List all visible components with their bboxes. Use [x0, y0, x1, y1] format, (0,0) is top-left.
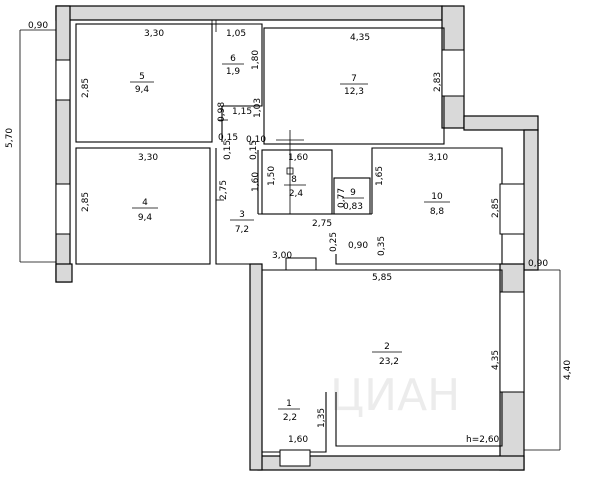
- room-7-area: 12,3: [344, 87, 364, 97]
- room-10-area: 8,8: [430, 207, 445, 217]
- room-8-number: 8: [291, 175, 297, 185]
- dim-4-35-top: 4,35: [350, 33, 370, 43]
- dim-2-75-h: 2,75: [312, 219, 332, 229]
- dim-2-83: 2,83: [433, 72, 443, 92]
- dim-2-85-r10: 2,85: [491, 198, 501, 218]
- room-labels: 5 9,4 6 1,9 7 12,3 4 9,4 8 2,4 9 0,83 10…: [130, 54, 450, 423]
- dim-5-85: 5,85: [372, 273, 392, 283]
- dim-1-65: 1,65: [375, 166, 385, 186]
- dim-1-15: 1,15: [232, 107, 252, 117]
- dim-1-35: 1,35: [317, 408, 327, 428]
- dim-1-60-r8: 1,60: [288, 153, 308, 163]
- dim-1-60-bottom: 1,60: [288, 435, 308, 445]
- dim-0-90-top: 0,90: [28, 21, 48, 31]
- room-1-area: 2,2: [283, 413, 297, 423]
- dim-0-15-b: 0,15: [223, 140, 233, 160]
- room-8-area: 2,4: [289, 189, 304, 199]
- dim-1-60-v: 1,60: [251, 172, 261, 192]
- dim-3-30-r4: 3,30: [138, 153, 158, 163]
- outer-walls: [55, 5, 539, 471]
- window-room4: [55, 183, 71, 235]
- dim-2-75-v: 2,75: [219, 180, 229, 200]
- dim-0-25: 0,25: [329, 232, 339, 252]
- dim-0-10: 0,10: [246, 135, 266, 145]
- dim-0-35: 0,35: [377, 236, 387, 256]
- room-5-number: 5: [139, 72, 145, 82]
- dim-0-90-mid: 0,90: [348, 241, 368, 251]
- window-room10: [499, 183, 525, 235]
- room-9-area: 0,83: [343, 202, 363, 212]
- room-4-number: 4: [142, 198, 148, 208]
- room-2-area: 23,2: [379, 357, 399, 367]
- room-6-area: 1,9: [226, 67, 241, 77]
- room-6-number: 6: [230, 54, 236, 64]
- room-4-area: 9,4: [138, 213, 153, 223]
- room-5-area: 9,4: [135, 85, 150, 95]
- ceiling-height: h=2,60: [466, 435, 500, 445]
- dim-2-85-r4: 2,85: [81, 192, 91, 212]
- ticks: [211, 20, 304, 214]
- window-room5: [55, 59, 71, 101]
- room-2-number: 2: [384, 342, 390, 352]
- dim-3-00: 3,00: [272, 251, 292, 261]
- room-1-number: 1: [286, 399, 292, 409]
- window-corridor: [285, 257, 317, 271]
- interior-walls: [19, 23, 561, 453]
- dim-2-85-r5: 2,85: [81, 78, 91, 98]
- dim-4-40: 4,40: [563, 360, 573, 380]
- dim-1-03: 1,03: [253, 98, 263, 118]
- room-10-number: 10: [431, 192, 443, 202]
- room-3-number: 3: [239, 210, 245, 220]
- dim-1-50: 1,50: [267, 166, 277, 186]
- dim-1-80: 1,80: [251, 50, 261, 70]
- dim-1-05: 1,05: [226, 29, 246, 39]
- dim-0-90-right: 0,90: [528, 259, 548, 269]
- dim-0-15-a: 0,15: [218, 133, 238, 143]
- dimension-labels: 0,90 5,70 3,30 1,05 4,35 2,85 1,80 2,83 …: [5, 21, 573, 445]
- room-7-number: 7: [351, 74, 357, 84]
- dim-0-77: 0,77: [337, 188, 347, 208]
- windows: [55, 49, 525, 467]
- window-room1: [279, 449, 311, 467]
- watermark: ЦИАН: [330, 370, 460, 421]
- dim-3-30-top: 3,30: [144, 29, 164, 39]
- window-room2: [499, 291, 525, 393]
- dim-0-98: 0,98: [217, 102, 227, 122]
- room-3-area: 7,2: [235, 225, 249, 235]
- dim-0-15-c: 0,15: [249, 140, 259, 160]
- dim-5-70: 5,70: [5, 128, 15, 148]
- dim-4-35-v: 4,35: [491, 350, 501, 370]
- room-9-number: 9: [350, 188, 356, 198]
- window-room7: [441, 49, 465, 97]
- dim-3-10: 3,10: [428, 153, 448, 163]
